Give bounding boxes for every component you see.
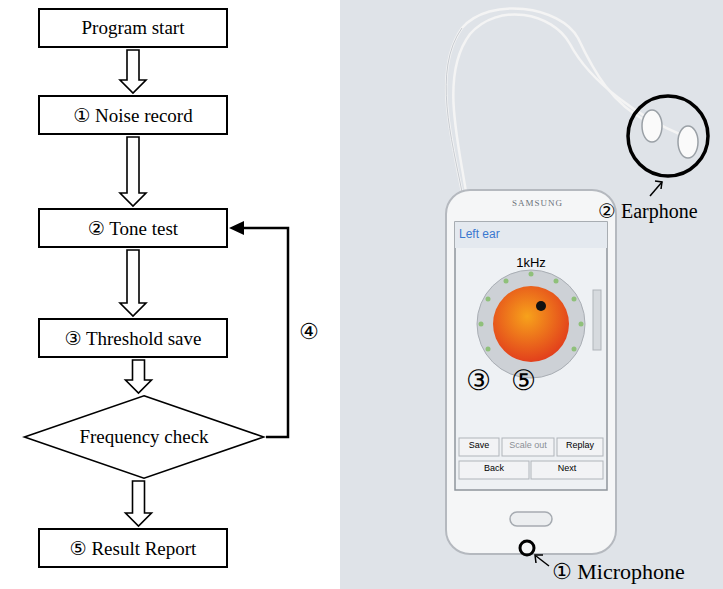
brand-text: SAMSUNG (512, 199, 563, 209)
callout-number: ③ (466, 366, 491, 397)
frequency-text: 1kHz (501, 256, 561, 270)
arrow-head (229, 221, 244, 235)
process-box: ③ Threshold save (38, 318, 228, 358)
flow-arrow (126, 481, 152, 526)
callout-label: ② Earphone (598, 200, 698, 222)
leader-arrow (535, 555, 543, 563)
home-button (510, 512, 552, 526)
edge-label: ④ (298, 320, 320, 344)
side-slider (593, 290, 601, 350)
flow-arrow (120, 50, 146, 93)
process-box: ① Noise record (38, 95, 228, 135)
node-text: ⑤ Result Report (70, 537, 197, 560)
dial-ring (477, 270, 585, 378)
button-text: Save (459, 441, 499, 451)
process-box: ⑤ Result Report (38, 528, 228, 568)
phone-body (446, 190, 616, 554)
button-text: Replay (557, 441, 603, 451)
node-text: ① Noise record (73, 104, 192, 127)
callout-number: ⑤ (511, 366, 536, 397)
node-text: Frequency check (79, 426, 208, 448)
decision-diamond: Frequency check (22, 395, 266, 479)
flow-arrow (126, 360, 152, 393)
callout-label: ① Microphone (552, 560, 685, 584)
leader-line (536, 556, 549, 566)
button-text: Back (459, 464, 529, 474)
diamond-shape (24, 396, 263, 478)
microphone-circle (520, 541, 534, 555)
start-box: Program start (38, 8, 228, 48)
feedback-connector (229, 221, 288, 437)
earbud (678, 126, 698, 158)
dial-pointer (536, 301, 546, 311)
button-text: Next (531, 464, 603, 474)
phone-screen (455, 222, 607, 490)
screen-buttons (459, 438, 603, 479)
node-text: ② Tone test (88, 217, 178, 240)
flow-arrow (120, 250, 146, 316)
process-box: ② Tone test (38, 208, 228, 248)
screen-title: Left ear (459, 228, 500, 241)
button-text: Scale out (502, 441, 554, 451)
earbud (642, 110, 662, 142)
leader-arrow (655, 181, 662, 189)
leader-line (650, 182, 662, 196)
dial-knob (493, 286, 569, 362)
photo-background (340, 0, 723, 589)
node-text: Program start (82, 17, 185, 39)
callout-circle (628, 96, 708, 176)
screen-header (455, 222, 607, 248)
feedback-line (240, 228, 288, 437)
node-text: ③ Threshold save (65, 327, 202, 350)
flow-arrow (120, 137, 146, 206)
